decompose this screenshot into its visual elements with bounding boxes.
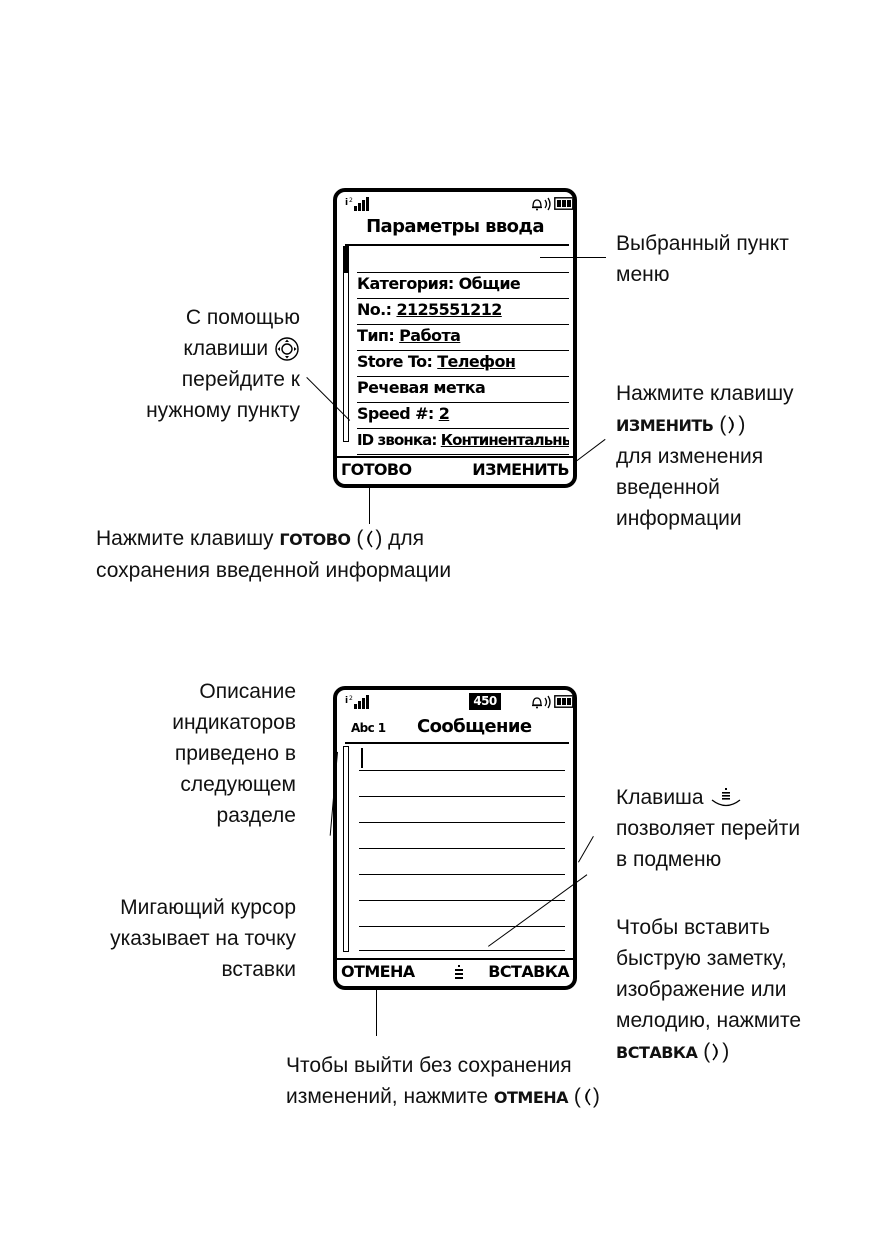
screen-title: Параметры ввода: [366, 216, 544, 237]
callout-indicators: Описание индикаторов приведено в следующ…: [172, 680, 296, 827]
status-bar: i 2: [337, 194, 573, 214]
softkey-bar: ОТМЕНА ВСТАВКА: [337, 958, 573, 986]
leader-selected-item: [540, 257, 606, 259]
text-line[interactable]: [359, 950, 565, 951]
alert-ring-icon: [532, 697, 542, 709]
text-cursor: [361, 748, 363, 768]
text-line[interactable]: [359, 822, 565, 823]
scroll-thumb[interactable]: [344, 247, 348, 273]
list-row-number[interactable]: No.: 2125551212: [357, 298, 569, 325]
text-line[interactable]: [359, 770, 565, 771]
callout-submenu: Клавиша позволяет перейти в подменю: [616, 786, 801, 871]
signal-strength-icon: i 2: [345, 695, 369, 709]
svg-text:2: 2: [349, 695, 353, 702]
svg-text:i: i: [345, 198, 348, 208]
callout-insert: Чтобы вставить быструю заметку, изображе…: [616, 916, 802, 1063]
sound-waves-icon: [544, 695, 551, 709]
leader-done: [368, 488, 370, 524]
phone-screen-message: i 2 450 Abc 1 Сообщение ОТМЕНА: [333, 686, 577, 990]
right-softkey-icon: [712, 1043, 719, 1061]
list-row-voice-tag[interactable]: Речевая метка: [357, 376, 569, 403]
title-underline: [345, 244, 569, 246]
battery-icon: [554, 197, 573, 210]
text-line[interactable]: [359, 900, 565, 901]
svg-text:i: i: [345, 696, 348, 706]
menu-key-icon[interactable]: [454, 964, 464, 982]
list-row-caller-id[interactable]: ID звонка: Континентальный: [357, 428, 569, 455]
alert-ring-icon: [532, 199, 542, 211]
scrollbar[interactable]: [343, 746, 349, 952]
list-row-type[interactable]: Тип: Работа: [357, 324, 569, 351]
scrollbar[interactable]: [343, 246, 349, 442]
signal-strength-icon: i 2: [345, 197, 369, 211]
right-softkey-icon: [728, 416, 735, 434]
leader-submenu: [578, 836, 595, 863]
insert-softkey[interactable]: ВСТАВКА: [488, 962, 569, 981]
text-mode-indicator: Abc 1: [351, 721, 386, 735]
list-row-category[interactable]: Категория: Общие: [357, 272, 569, 299]
softkey-bar: ГОТОВО ИЗМЕНИТЬ: [337, 456, 573, 484]
leader-change: [573, 438, 606, 465]
callout-cursor: Мигающий курсор указывает на точку встав…: [110, 896, 296, 981]
callout-navigate: С помощью клавиши перейдите к нужному пу…: [146, 306, 300, 422]
text-line[interactable]: [359, 848, 565, 849]
nav-key-icon: [275, 337, 299, 362]
callout-change: Нажмите клавишу ИЗМЕНИТЬ () для изменени…: [616, 382, 794, 530]
text-line[interactable]: [359, 874, 565, 875]
done-softkey[interactable]: ГОТОВО: [341, 460, 412, 479]
callout-cancel: Чтобы выйти без сохранения изменений, на…: [286, 1054, 600, 1108]
title-underline: [345, 742, 569, 744]
menu-key-icon: [712, 788, 741, 807]
svg-text:2: 2: [349, 197, 353, 204]
screen-title: Сообщение: [417, 716, 532, 737]
cancel-softkey[interactable]: ОТМЕНА: [341, 962, 415, 981]
list-row-speed-dial[interactable]: Speed #: 2: [357, 402, 569, 429]
left-softkey-icon: [367, 530, 373, 548]
list-row-store-to[interactable]: Store To: Телефон: [357, 350, 569, 377]
leader-cancel: [375, 990, 377, 1036]
text-line[interactable]: [359, 926, 565, 927]
left-softkey-icon: [585, 1088, 591, 1106]
char-counter-badge: 450: [469, 693, 501, 710]
battery-icon: [554, 695, 573, 708]
status-bar: i 2 450: [337, 692, 573, 712]
change-softkey[interactable]: ИЗМЕНИТЬ: [472, 460, 569, 479]
callout-selected-item: Выбранный пункт меню: [616, 232, 789, 286]
sound-waves-icon: [544, 197, 551, 211]
selected-row[interactable]: [357, 246, 569, 273]
phone-screen-entry-params: i 2 Параметры ввода Категория: Общие No.…: [333, 188, 577, 488]
text-line[interactable]: [359, 796, 565, 797]
callout-done: Нажмите клавишу ГОТОВО () для сохранения…: [96, 527, 452, 582]
